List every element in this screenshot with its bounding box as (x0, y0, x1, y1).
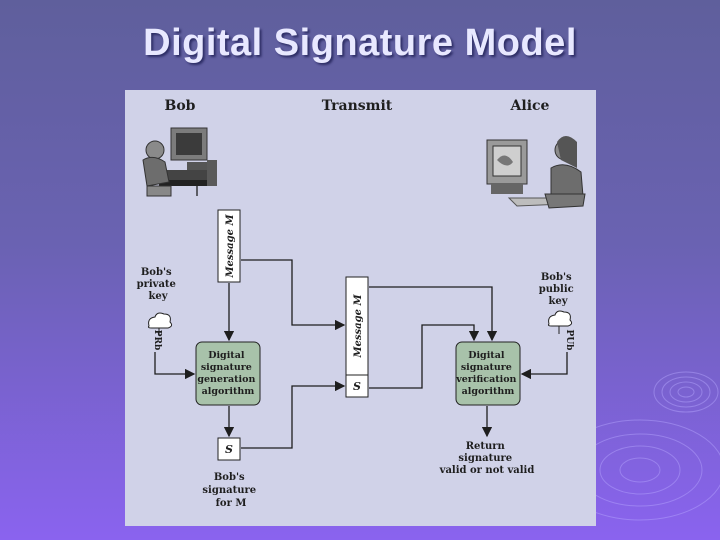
gen-algo-line3: generation (197, 374, 255, 385)
result-caption-line1: Return (466, 441, 506, 452)
public-key-line2: public (539, 284, 574, 295)
bob-message-label: Message M (225, 214, 236, 279)
svg-text:Return signature v: Return signature valid or not valid (439, 441, 535, 476)
private-key-to-generation-arrow (155, 352, 194, 374)
ver-algo-line2: signature (461, 362, 512, 373)
result-caption-line2: signature (458, 453, 512, 464)
bob-computer-user-icon (143, 128, 217, 196)
result-caption-line3: valid or not valid (439, 465, 535, 476)
public-key-line3: key (548, 296, 568, 307)
svg-text:Bob's signature fo: Bob's signature for M (202, 472, 259, 509)
svg-text:Bob's public key: Bob's public key (539, 272, 577, 307)
ver-algo-line1: Digital (468, 350, 505, 361)
private-key-line3: key (148, 291, 168, 302)
alice-label: Alice (510, 98, 550, 114)
svg-text:Bob's private key: Bob's private key (137, 267, 180, 302)
private-key-line2: private (137, 279, 176, 290)
gen-algo-line1: Digital (208, 350, 245, 361)
public-key-symbol: PUb (564, 330, 574, 351)
ver-algo-line3: verification (455, 374, 516, 385)
diagram-panel: Bob Transmit Alice (125, 90, 596, 526)
alice-computer-user-icon (487, 136, 585, 208)
message-to-transmit-arrow (241, 260, 344, 325)
bob-signature-caption-line1: Bob's (214, 472, 245, 483)
ver-algo-line4: algorithm (462, 386, 515, 397)
private-key-line1: Bob's (141, 267, 172, 278)
transmit-signature-label: S (353, 380, 361, 393)
bob-signature-caption-line3: for M (216, 498, 247, 509)
gen-algo-line2: signature (201, 362, 252, 373)
bob-signature-caption-line2: signature (202, 485, 256, 496)
bob-signature-box-label: S (225, 443, 233, 456)
gen-algo-line4: algorithm (202, 386, 255, 397)
public-key-to-verification-arrow (522, 352, 567, 374)
transmit-label: Transmit (322, 98, 393, 114)
private-key-symbol: PRb (152, 330, 162, 351)
transmit-message-label: Message M (353, 294, 364, 359)
bob-label: Bob (165, 98, 196, 114)
public-key-line1: Bob's (541, 272, 572, 283)
